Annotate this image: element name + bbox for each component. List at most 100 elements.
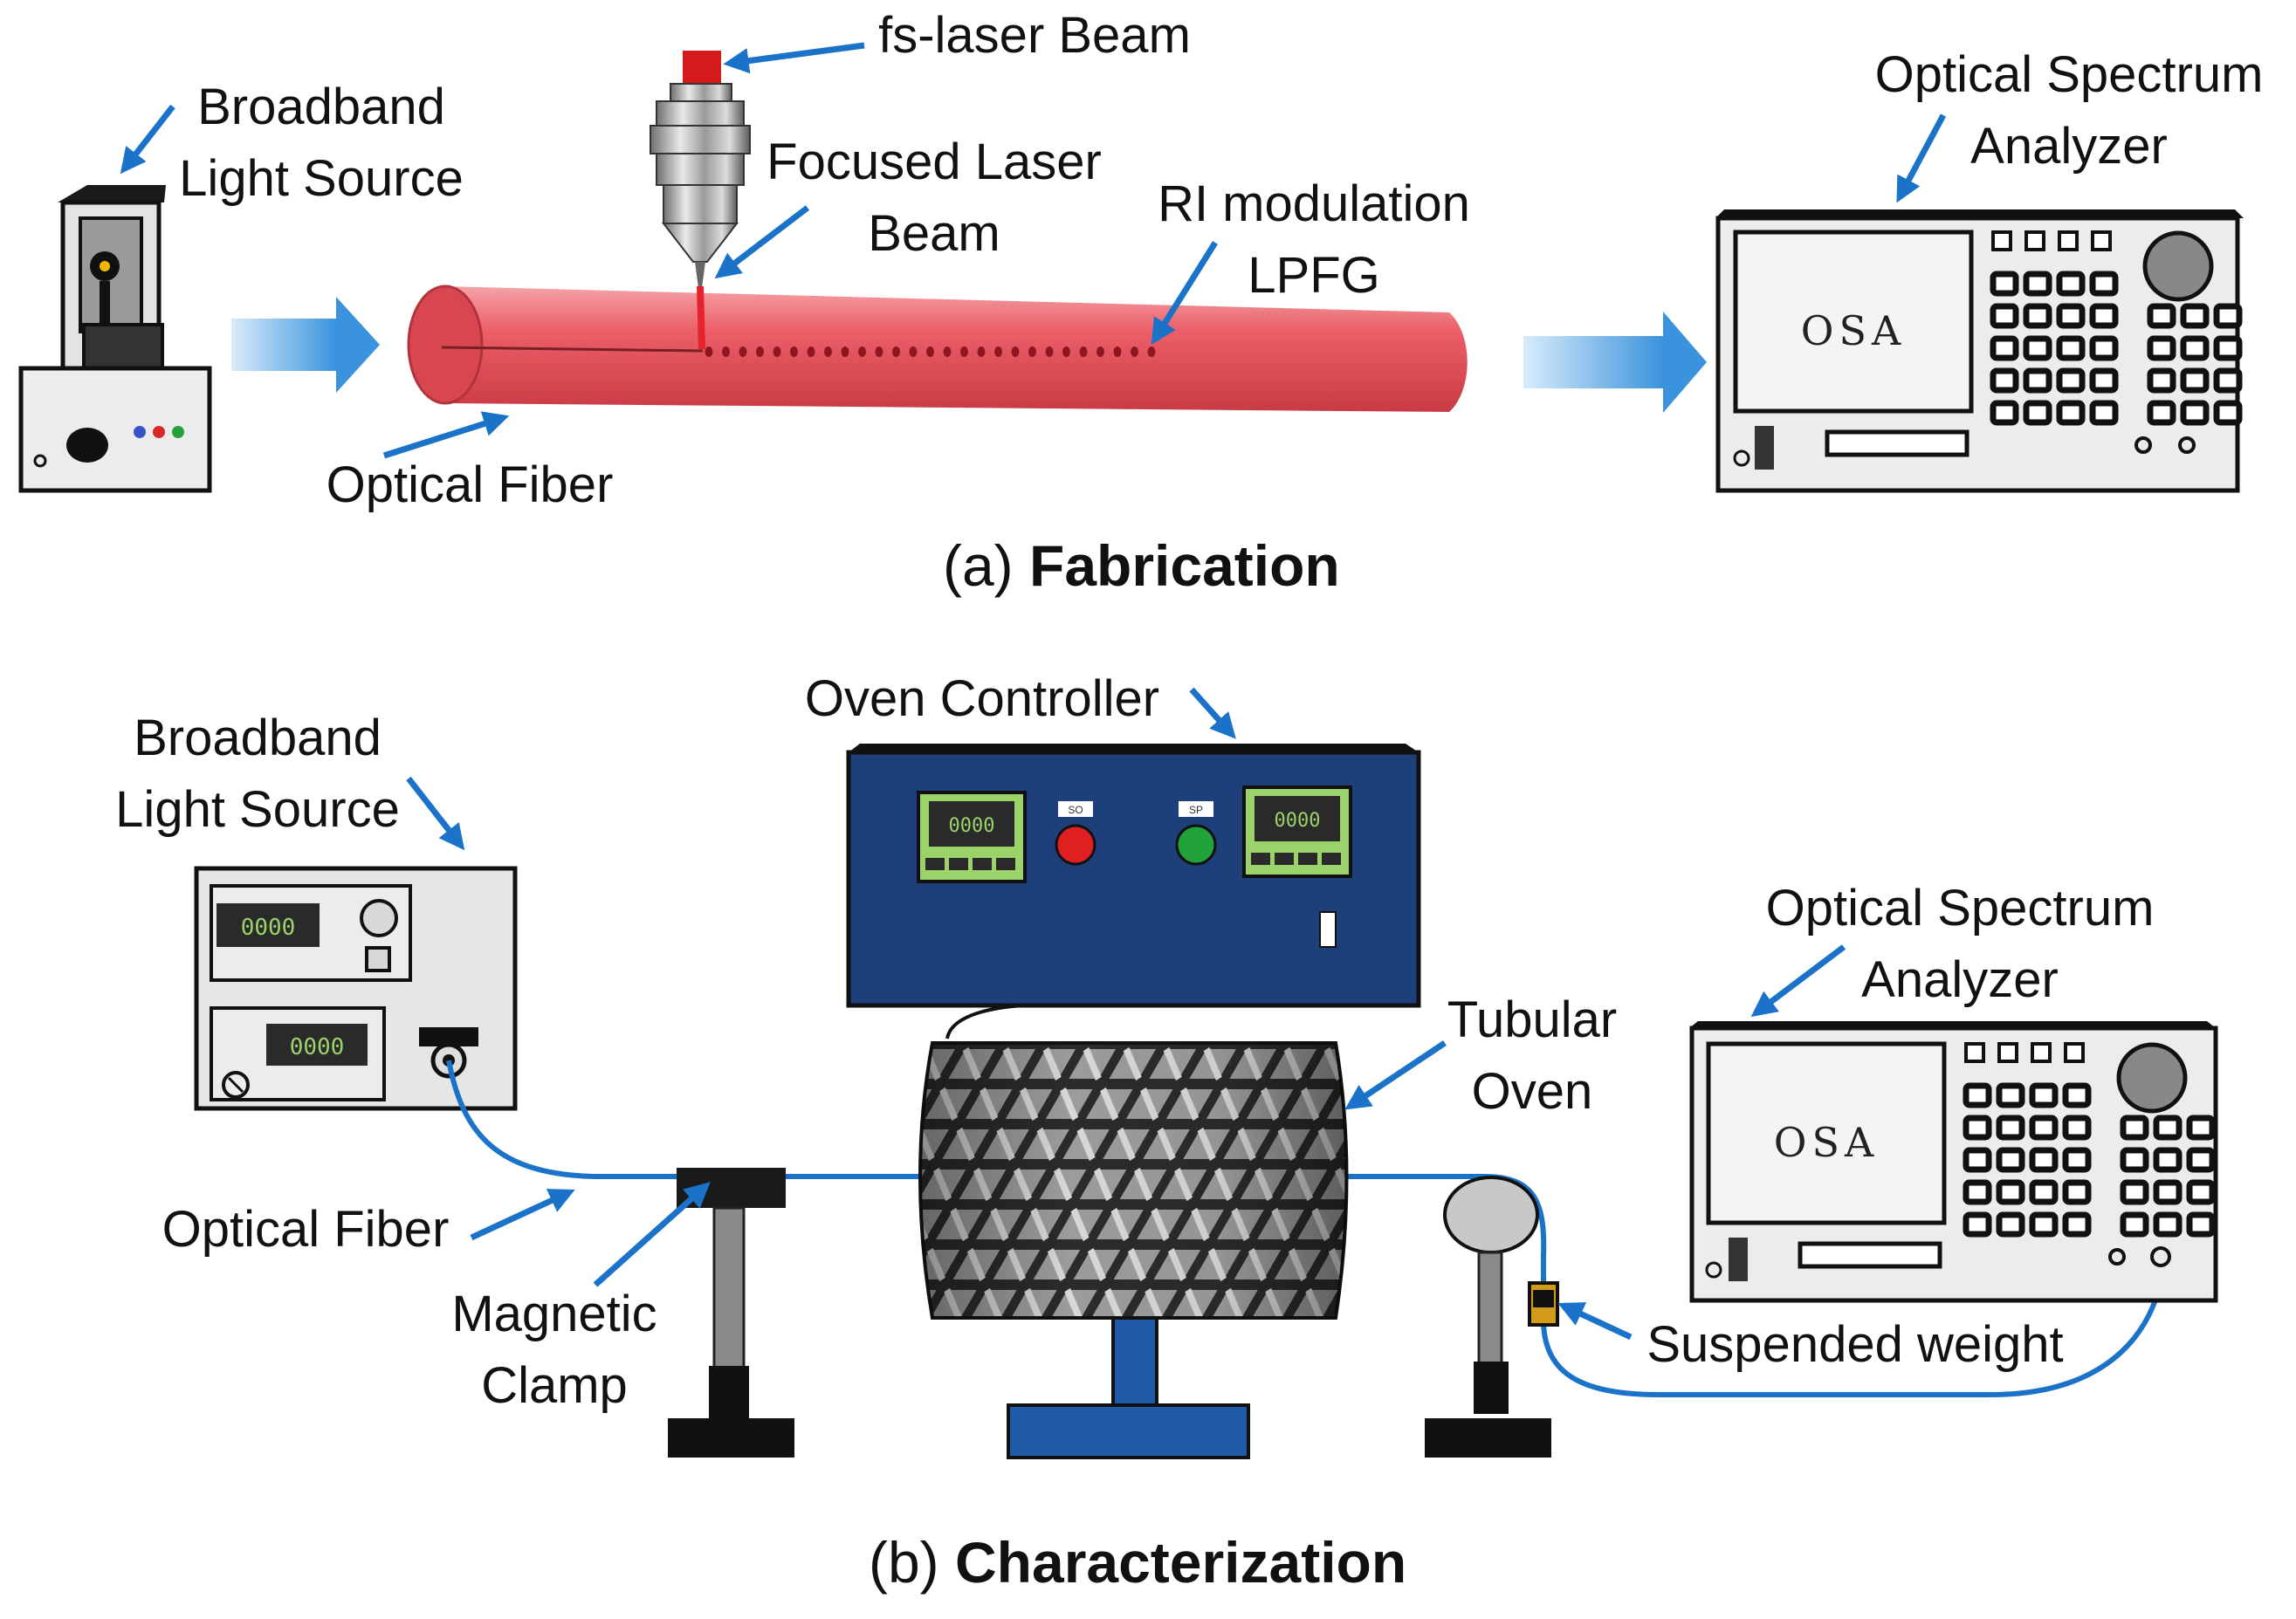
osa-key <box>1990 367 2019 394</box>
osa-key <box>2089 400 2119 426</box>
label-b-tubular-line2: Oven <box>1471 1063 1593 1120</box>
osa-key <box>2023 271 2052 297</box>
label-b-osa: Optical Spectrum Analyzer <box>1737 873 2183 1016</box>
panel-a-pointer-arrows <box>120 42 1947 459</box>
osa-key <box>1963 1211 1992 1238</box>
light-flow-arrow-in <box>231 297 380 393</box>
label-b-light-source: Broadband Light Source <box>100 703 415 846</box>
grating-mark <box>1045 346 1054 357</box>
osa-key <box>2153 1147 2183 1173</box>
label-a-osa: Optical Spectrum Analyzer <box>1846 39 2292 182</box>
osa-key <box>2056 303 2086 329</box>
source-display-top: 0000 <box>241 915 296 941</box>
osa-key <box>2023 335 2052 361</box>
grating-mark <box>790 346 798 357</box>
osa-key <box>2029 1211 2059 1238</box>
grating-mark <box>1011 346 1020 357</box>
grating-mark <box>926 346 934 357</box>
grating-mark <box>756 346 764 357</box>
label-a-ri-line1: RI modulation <box>1158 175 1470 232</box>
osa-key <box>1990 303 2019 329</box>
label-b-magnetic-clamp: Magnetic Clamp <box>423 1279 685 1422</box>
label-b-optical-fiber: Optical Fiber <box>162 1201 450 1258</box>
osa-key <box>2213 335 2243 361</box>
oven-controller-unit: 0000 0000 SO SP <box>846 744 1421 1039</box>
osa-key <box>2023 303 2052 329</box>
osa-key <box>2029 1082 2059 1108</box>
osa-key <box>1990 271 2019 297</box>
osa-key <box>2029 1179 2059 1205</box>
osa-key <box>2056 335 2086 361</box>
osa-key <box>2147 303 2176 329</box>
suspended-weight <box>1528 1281 1559 1327</box>
label-a-osa-line2: Analyzer <box>1970 118 2168 175</box>
label-b-oven-controller: Oven Controller <box>804 670 1160 727</box>
caption-a-prefix: (a) <box>943 533 1014 598</box>
osa-key <box>2089 271 2119 297</box>
osa-key <box>2120 1211 2149 1238</box>
label-b-light-source-line2: Light Source <box>115 781 400 838</box>
osa-key <box>2089 335 2119 361</box>
laser-objective-lens <box>650 51 751 349</box>
controller-button-left-tag: SO <box>1068 804 1083 816</box>
broadband-light-source-device <box>18 185 212 493</box>
osa-key <box>1996 1082 2025 1108</box>
label-a-light-source-line1: Broadband <box>197 79 445 135</box>
label-b-tubular-line1: Tubular <box>1447 991 1618 1048</box>
osa-key <box>2120 1179 2149 1205</box>
osa-key <box>1963 1147 1992 1173</box>
label-a-ri-line2: LPFG <box>1248 247 1380 304</box>
optical-spectrum-analyzer-device: OSA <box>1715 209 2244 493</box>
label-b-clamp-line2: Clamp <box>481 1357 628 1414</box>
label-b-osa-line2: Analyzer <box>1861 951 2059 1008</box>
controller-button-right-tag: SP <box>1189 804 1203 816</box>
grating-mark <box>977 346 986 357</box>
grating-mark <box>1113 346 1122 357</box>
osa-small-key <box>2031 1042 2052 1063</box>
grating-mark <box>875 346 883 357</box>
osa-key <box>2180 400 2210 426</box>
optical-spectrum-analyzer-unit: OSA <box>1689 1021 2218 1303</box>
pulley-stand <box>1425 1176 1551 1458</box>
label-b-clamp-line1: Magnetic <box>451 1286 657 1342</box>
osa-key <box>2062 1082 2092 1108</box>
label-a-light-source: Broadband Light Source <box>164 72 478 215</box>
grating-mark <box>858 346 866 357</box>
osa-key <box>2056 271 2086 297</box>
grating-mark <box>1062 346 1070 357</box>
osa-key <box>2147 335 2176 361</box>
osa-key <box>2186 1115 2216 1141</box>
label-a-focused-line2: Beam <box>868 205 1000 262</box>
label-b-osa-line1: Optical Spectrum <box>1765 880 2155 936</box>
osa-key <box>2186 1211 2216 1238</box>
osa-small-key <box>1964 1042 1985 1063</box>
grating-mark <box>841 346 849 357</box>
osa-key <box>2213 400 2243 426</box>
label-b-light-source-line1: Broadband <box>134 710 382 766</box>
grating-mark <box>722 346 730 357</box>
osa-key <box>1996 1115 2025 1141</box>
osa-key <box>2180 335 2210 361</box>
grating-mark <box>1131 346 1138 357</box>
caption-a: (a) Fabrication <box>943 532 1340 599</box>
osa-small-key <box>1997 1042 2018 1063</box>
osa-key <box>2056 400 2086 426</box>
osa-small-key <box>2091 230 2112 251</box>
osa-key <box>1963 1115 1992 1141</box>
osa-key <box>2186 1179 2216 1205</box>
osa-key <box>2213 303 2243 329</box>
grating-mark <box>807 346 815 357</box>
osa-key <box>2029 1115 2059 1141</box>
grating-mark <box>705 346 713 357</box>
osa-key <box>2180 303 2210 329</box>
grating-mark <box>1079 346 1088 357</box>
osa-small-key <box>2064 1042 2085 1063</box>
osa-key <box>1996 1147 2025 1173</box>
grating-mark <box>739 346 747 357</box>
broadband-light-source-unit: 0000 0000 <box>194 866 518 1111</box>
grating-mark <box>824 346 832 357</box>
panel-b-pointer-arrows <box>406 687 1846 1341</box>
caption-b-title: Characterization <box>955 1530 1407 1595</box>
osa-key <box>2029 1147 2059 1173</box>
